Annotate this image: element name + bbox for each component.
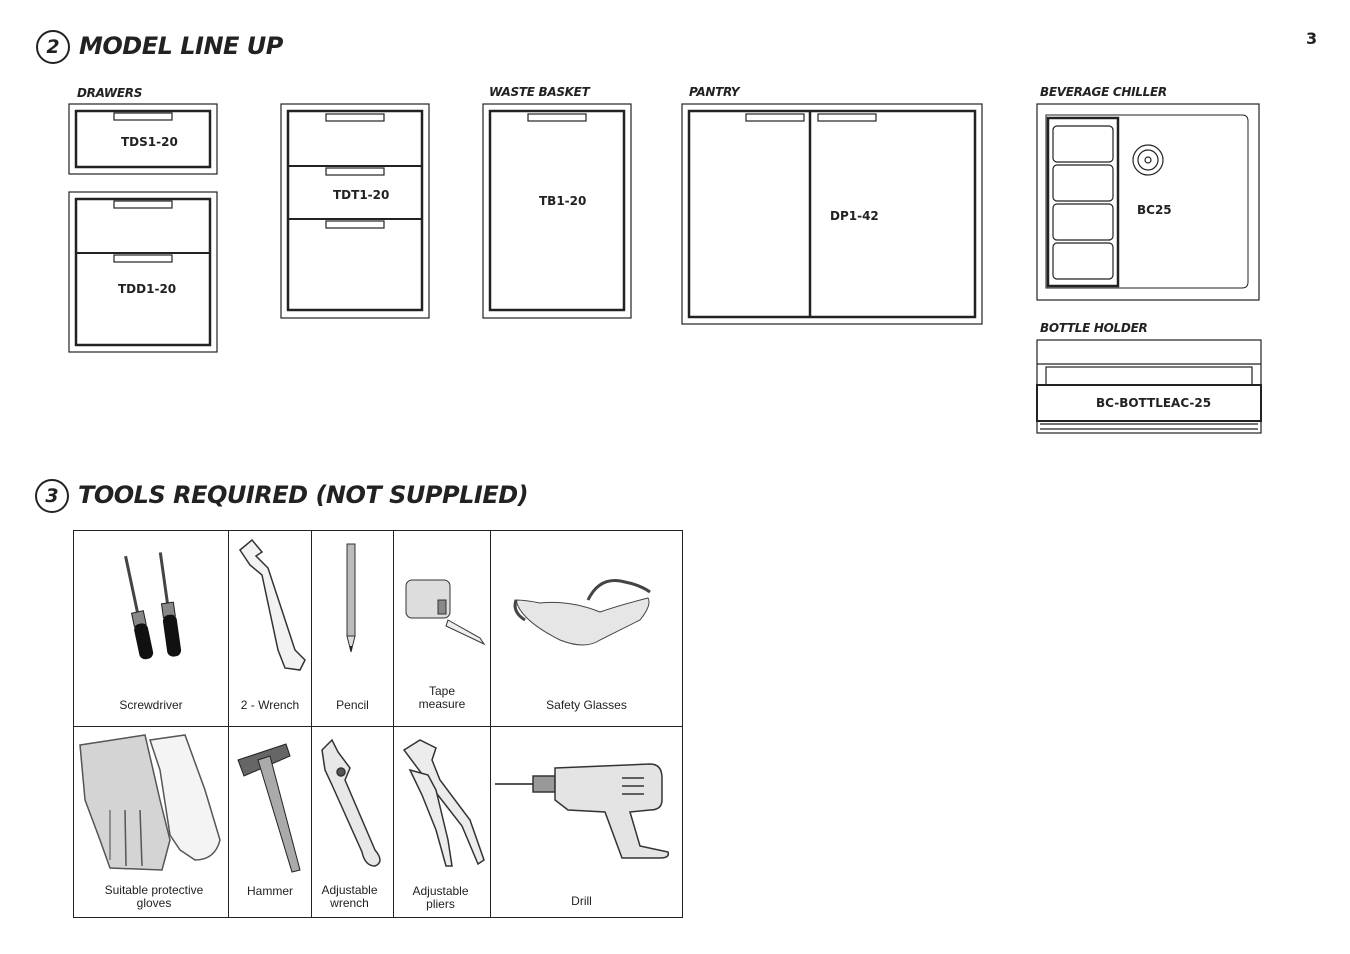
section-title-model-line-up: MODEL LINE UP xyxy=(79,32,283,60)
safety-glasses-icon xyxy=(513,579,651,646)
category-drawers: DRAWERS xyxy=(77,86,143,100)
category-waste-basket: WASTE BASKET xyxy=(489,85,590,99)
bc-beverage-chiller-drawing xyxy=(1036,103,1260,301)
wrench-icon xyxy=(239,538,306,671)
section-number-badge: 3 xyxy=(35,479,69,513)
category-beverage-chiller: BEVERAGE CHILLER xyxy=(1040,85,1167,99)
tool-label-hammer: Hammer xyxy=(246,884,293,898)
category-pantry: PANTRY xyxy=(689,85,740,99)
tool-label-drill: Drill xyxy=(571,894,592,908)
tool-label-pliers: Adjustable pliers xyxy=(412,884,469,911)
drill-icon xyxy=(495,763,670,859)
page-number: 3 xyxy=(1306,29,1318,48)
model-label-tdd: TDD1-20 xyxy=(118,282,177,296)
hammer-icon xyxy=(237,743,301,873)
section-title-tools-required: TOOLS REQUIRED (NOT SUPPLIED) xyxy=(78,481,529,509)
tb-waste-basket-drawing xyxy=(482,103,632,319)
tools-table xyxy=(73,530,683,918)
tool-label-adjustable-wrench: Adjustable wrench xyxy=(321,883,378,910)
tape-measure-icon xyxy=(405,579,486,646)
tool-label-pencil: Pencil xyxy=(336,698,369,712)
model-label-dp: DP1-42 xyxy=(830,209,879,223)
tds-single-drawer-drawing xyxy=(68,103,218,175)
pliers-icon xyxy=(402,739,485,867)
bottle-holder-drawing xyxy=(1036,339,1262,434)
model-label-bc: BC25 xyxy=(1137,203,1172,217)
tool-label-tape-measure: Tape measure xyxy=(418,684,466,711)
section-number-badge: 2 xyxy=(36,30,70,64)
dp-pantry-drawing xyxy=(681,103,983,325)
tool-label-gloves: Suitable protective gloves xyxy=(104,883,204,910)
tool-label-safety-glasses: Safety Glasses xyxy=(546,698,627,712)
model-label-tds: TDS1-20 xyxy=(121,135,178,149)
adjustable-wrench-icon xyxy=(321,738,381,867)
category-bottle-holder: BOTTLE HOLDER xyxy=(1040,321,1148,335)
model-label-tb: TB1-20 xyxy=(539,194,587,208)
model-label-bottle-holder: BC-BOTTLEAC-25 xyxy=(1096,396,1212,410)
model-label-tdt: TDT1-20 xyxy=(333,188,390,202)
tool-label-wrench: 2 - Wrench xyxy=(240,698,300,712)
model-lineup-drawings xyxy=(68,103,1262,434)
tool-label-screwdriver: Screwdriver xyxy=(119,698,183,712)
tdt-triple-drawer-drawing xyxy=(280,103,430,319)
screwdriver-icon xyxy=(124,552,182,660)
tdd-double-drawer-drawing xyxy=(68,191,218,353)
gloves-icon xyxy=(79,734,221,871)
pencil-icon xyxy=(346,543,356,653)
